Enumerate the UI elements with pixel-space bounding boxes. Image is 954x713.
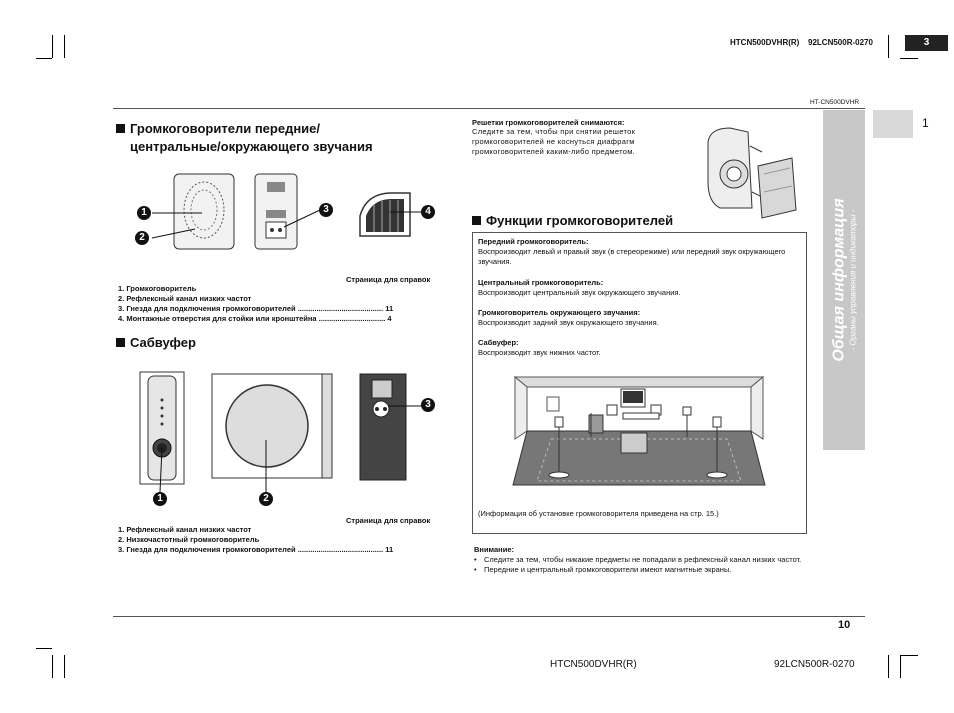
list-item: 3. Гнезда для подключения громкоговорите…	[118, 304, 394, 313]
room-layout-illustration	[512, 375, 766, 486]
function-label: Сабвуфер:	[478, 338, 519, 347]
caution-text: Передние и центральный громкоговорители …	[484, 565, 732, 574]
function-label: Громкоговоритель окружающего звучания:	[478, 308, 641, 317]
subwoofer-front-illustration	[139, 371, 185, 485]
front-reference-label: Страница для справок	[346, 275, 431, 284]
crop-mark	[900, 655, 901, 678]
page-number: 10	[838, 619, 851, 631]
top-rule	[113, 108, 865, 109]
footer-doc-code: 92LCN500R-0270	[774, 659, 855, 670]
header-doc-code: 92LCN500R-0270	[808, 38, 873, 47]
front-callout-3: 3	[319, 203, 333, 217]
grille-note-title: Решетки громкоговорителей снимаются:	[472, 118, 625, 127]
caution-text: Следите за тем, чтобы никакие предметы н…	[484, 555, 802, 564]
front-section-title-line2: центральные/окружающего звучания	[130, 139, 373, 154]
function-text: Воспроизводит звук нижних частот.	[478, 348, 601, 357]
crop-mark	[52, 35, 53, 58]
front-section-title-line1: Громкоговорители передние/	[130, 121, 321, 136]
list-item: • Следите за тем, чтобы никакие предметы…	[474, 555, 804, 565]
sub-callout-3: 3	[421, 398, 435, 412]
functions-title: Функции громкоговорителей	[486, 213, 674, 228]
front-callout-leaders-3	[283, 209, 321, 228]
list-item: 1. Громкоговоритель	[118, 284, 197, 293]
crop-mark	[888, 35, 889, 58]
function-entry: Сабвуфер: Воспроизводит звук нижних част…	[478, 338, 800, 358]
function-entry: Центральный громкоговоритель: Воспроизво…	[478, 278, 800, 298]
crop-mark	[900, 655, 918, 656]
crop-mark	[36, 58, 52, 59]
sub-callout-1: 1	[153, 492, 167, 506]
sidebar-subtitle: - Органы управления и индикаторы -	[848, 209, 858, 351]
heading-square-icon	[116, 338, 125, 347]
front-callout-leaders-4	[390, 211, 421, 213]
sub-callout-2: 2	[259, 492, 273, 506]
function-text: Воспроизводит центральный звук окружающе…	[478, 288, 681, 297]
crop-mark	[900, 58, 918, 59]
bottom-rule	[113, 616, 865, 617]
sub-callout-leader-3	[388, 405, 421, 407]
grille-note: Решетки громкоговорителей снимаются: Сле…	[472, 118, 684, 157]
list-item: 2. Рефлексный канал низких частот	[118, 294, 252, 303]
install-note: (Информация об установке громкоговорител…	[478, 509, 719, 518]
crop-mark	[52, 655, 53, 678]
grille-removal-illustration	[707, 127, 797, 219]
function-label: Передний громкоговоритель:	[478, 237, 589, 246]
sidebar-tab	[873, 110, 913, 138]
grille-note-text: Следите за тем, чтобы при снятии решеток…	[472, 127, 636, 156]
caution-title: Внимание:	[474, 545, 514, 554]
sidebar-band	[823, 110, 865, 450]
sidebar-vertical-title: Общая информация - Органы управления и и…	[831, 198, 858, 361]
crop-mark	[64, 655, 65, 678]
front-section-heading: Громкоговорители передние/ центральные/о…	[116, 120, 373, 156]
sub-section-title: Сабвуфер	[130, 335, 196, 350]
bullet-icon: •	[474, 565, 477, 574]
functions-heading: Функции громкоговорителей	[472, 212, 673, 230]
side-speaker-illustration	[359, 192, 411, 237]
header-model-code: HTCN500DVHR(R)	[730, 38, 800, 47]
crop-mark	[64, 35, 65, 58]
list-item: 1. Рефлексный канал низких частот	[118, 525, 252, 534]
sidebar-tab-number: 1	[922, 116, 929, 130]
crop-mark	[36, 648, 52, 649]
caution-block: Внимание: • Следите за тем, чтобы никаки…	[474, 545, 804, 575]
subwoofer-rear-illustration	[359, 373, 407, 481]
heading-square-icon	[472, 216, 481, 225]
function-text: Воспроизводит задний звук окружающего зв…	[478, 318, 659, 327]
sub-model-label: HT-CN500DVHR	[810, 99, 860, 106]
function-entry: Громкоговоритель окружающего звучания: В…	[478, 308, 800, 328]
sub-section-heading: Сабвуфер	[116, 334, 196, 352]
list-item: 4. Монтажные отверстия для стойки или кр…	[118, 314, 392, 323]
page-tab: 3	[905, 35, 948, 51]
front-parts-list: 1. Громкоговоритель 2. Рефлексный канал …	[118, 284, 393, 324]
front-callout-4: 4	[421, 205, 435, 219]
front-callout-leaders	[151, 212, 202, 239]
sub-reference-label: Страница для справок	[346, 516, 431, 525]
heading-square-icon	[116, 124, 125, 133]
crop-mark	[888, 655, 889, 678]
functions-box: Передний громкоговоритель: Воспроизводит…	[472, 232, 807, 534]
front-callout-2: 2	[135, 231, 149, 245]
footer-model-code: HTCN500DVHR(R)	[550, 659, 637, 670]
subwoofer-side-illustration	[211, 373, 333, 479]
function-label: Центральный громкоговоритель:	[478, 278, 604, 287]
rear-speaker-illustration	[254, 173, 298, 250]
sub-callout-leaders	[159, 440, 267, 493]
function-entry: Передний громкоговоритель: Воспроизводит…	[478, 237, 800, 267]
list-item: • Передние и центральный громкоговорител…	[474, 565, 804, 575]
function-text: Воспроизводит левый и правый звук (в сте…	[478, 247, 786, 266]
bullet-icon: •	[474, 555, 477, 564]
sidebar-title: Общая информация	[830, 198, 848, 362]
front-callout-1: 1	[137, 206, 151, 220]
list-item: 2. Низкочастотный громкоговоритель	[118, 535, 260, 544]
sub-parts-list: 1. Рефлексный канал низких частот 2. Низ…	[118, 525, 393, 555]
list-item: 3. Гнезда для подключения громкоговорите…	[118, 545, 394, 554]
